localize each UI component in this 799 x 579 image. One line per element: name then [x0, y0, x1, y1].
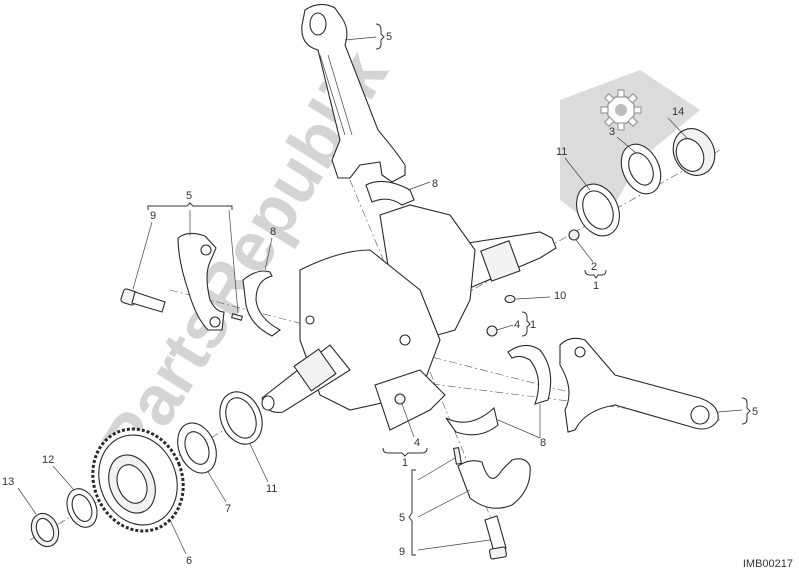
callout-labels: 5 14 3 11 8 5 9 8 2 1 10 4 1 5 4 1 8 11 …: [2, 31, 758, 567]
callout-4-right: 4: [514, 319, 520, 331]
plug-4-right: [486, 325, 498, 337]
rod-cap-bottom: [453, 446, 531, 509]
screw-9-bottom: [484, 515, 507, 560]
callout-4-bottom: 4: [414, 437, 420, 449]
key-10: [504, 294, 516, 304]
shim-11-right: [576, 183, 620, 237]
callout-1-right-b: 1: [530, 319, 536, 331]
callout-10: 10: [554, 290, 566, 302]
callout-2: 2: [591, 261, 597, 273]
rod-cap-left: [177, 232, 225, 331]
callout-3: 3: [609, 126, 615, 138]
washer-7: [177, 422, 217, 474]
connecting-rod-right: [559, 337, 719, 433]
callout-5-bottom: 5: [399, 512, 405, 524]
callout-8-bottom: 8: [540, 437, 546, 449]
connecting-rod-top: [301, 3, 406, 183]
bearing-shell-top: [365, 180, 415, 206]
callout-14: 14: [672, 106, 684, 118]
leader-lines: [17, 23, 751, 556]
callout-11-right: 11: [556, 146, 567, 158]
callout-9-bottom: 9: [399, 546, 405, 558]
callout-8-top: 8: [432, 178, 438, 190]
callout-8-left: 8: [270, 226, 276, 238]
pin-left: [230, 313, 244, 321]
callout-13: 13: [2, 476, 14, 488]
shim-3: [620, 143, 662, 195]
callout-11-left: 11: [266, 483, 277, 495]
ring-nut-13: [30, 512, 60, 548]
washer-12: [66, 488, 98, 528]
plug-4-bottom: [394, 393, 406, 405]
plug-2: [568, 229, 580, 241]
gear-icon: [600, 89, 642, 131]
bearing-shell-left: [242, 270, 282, 337]
callout-5-right: 5: [752, 406, 758, 418]
drawing-code: IMB00217: [742, 558, 793, 570]
bearing-shell-bottom: [445, 406, 499, 436]
ring-nut-14: [672, 128, 716, 176]
callout-7: 7: [225, 503, 231, 515]
callout-12: 12: [42, 454, 54, 466]
callout-1-right-a: 1: [593, 280, 599, 292]
gear-6: [91, 427, 185, 533]
callout-1-bottom: 1: [402, 457, 408, 469]
shim-11-left: [219, 391, 263, 445]
callout-9-left: 9: [150, 210, 156, 222]
callout-5-top: 5: [386, 31, 392, 43]
callout-5-left: 5: [186, 190, 192, 202]
screw-9-left: [120, 288, 166, 313]
bearing-shell-right: [507, 344, 552, 405]
crankshaft: [261, 204, 557, 431]
callout-6: 6: [186, 555, 192, 567]
